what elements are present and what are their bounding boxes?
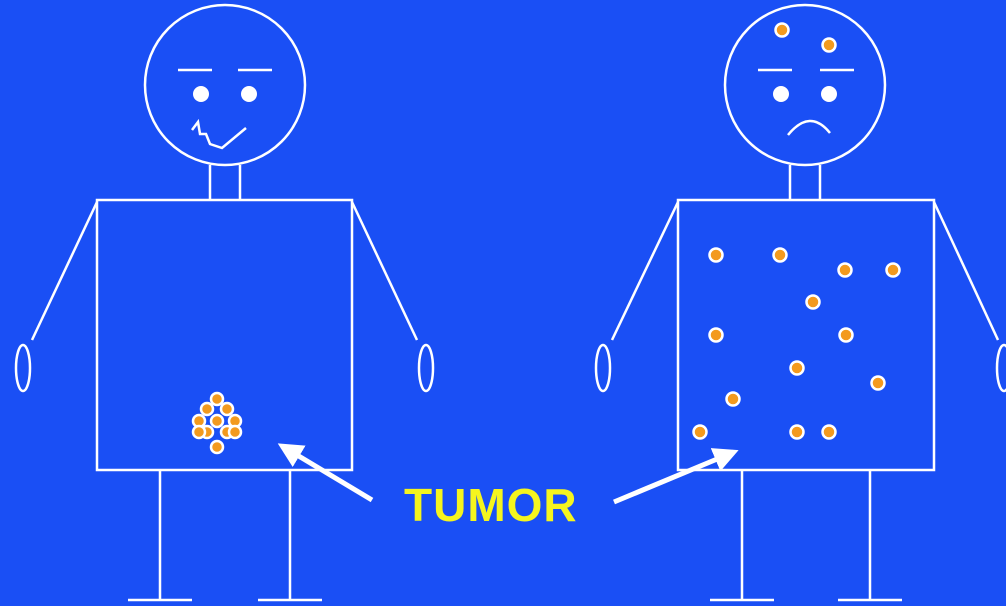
left-smile <box>192 122 246 148</box>
metastasis-cell <box>710 249 723 262</box>
metastasis-cell <box>840 329 853 342</box>
tumor-label: TUMOR <box>404 478 578 532</box>
metastasis-cell <box>791 362 804 375</box>
left-eye-left <box>193 86 209 102</box>
tumor-cell <box>193 426 205 438</box>
left-hand-right <box>419 345 433 391</box>
metastasis-cell <box>823 39 836 52</box>
metastasis-cell <box>710 329 723 342</box>
metastasis-cell <box>776 24 789 37</box>
tumor-cell <box>211 415 223 427</box>
left-arm-left <box>32 202 97 340</box>
right-hand-right <box>997 345 1006 391</box>
localized-tumor-figure <box>16 5 433 600</box>
metastasis-cell <box>727 393 740 406</box>
metastasis-cell <box>887 264 900 277</box>
tumor-cell <box>211 441 223 453</box>
metastasis-cell <box>807 296 820 309</box>
metastasis-cell <box>774 249 787 262</box>
left-eye-right <box>241 86 257 102</box>
tumor-cluster <box>193 393 241 453</box>
right-eye-right <box>821 86 837 102</box>
metastasized-tumor-figure <box>596 5 1006 600</box>
tumor-cell <box>221 403 233 415</box>
left-hand-left <box>16 345 30 391</box>
arrow-to-left-tumor <box>282 446 372 500</box>
metastasis-cell <box>823 426 836 439</box>
left-head <box>145 5 305 165</box>
left-arm-right <box>352 202 417 340</box>
right-frown <box>788 121 830 135</box>
right-arm-left <box>612 202 678 340</box>
metastasis-cell <box>694 426 707 439</box>
tumor-cell <box>229 426 241 438</box>
metastasis-cell <box>839 264 852 277</box>
tumor-cell <box>211 393 223 405</box>
metastasis-cell <box>791 426 804 439</box>
metastasis-cell <box>872 377 885 390</box>
arrow-to-right-tumor <box>614 452 734 502</box>
right-head <box>725 5 885 165</box>
tumor-cell <box>201 403 213 415</box>
right-eye-left <box>773 86 789 102</box>
right-arm-right <box>934 202 998 340</box>
right-hand-left <box>596 345 610 391</box>
